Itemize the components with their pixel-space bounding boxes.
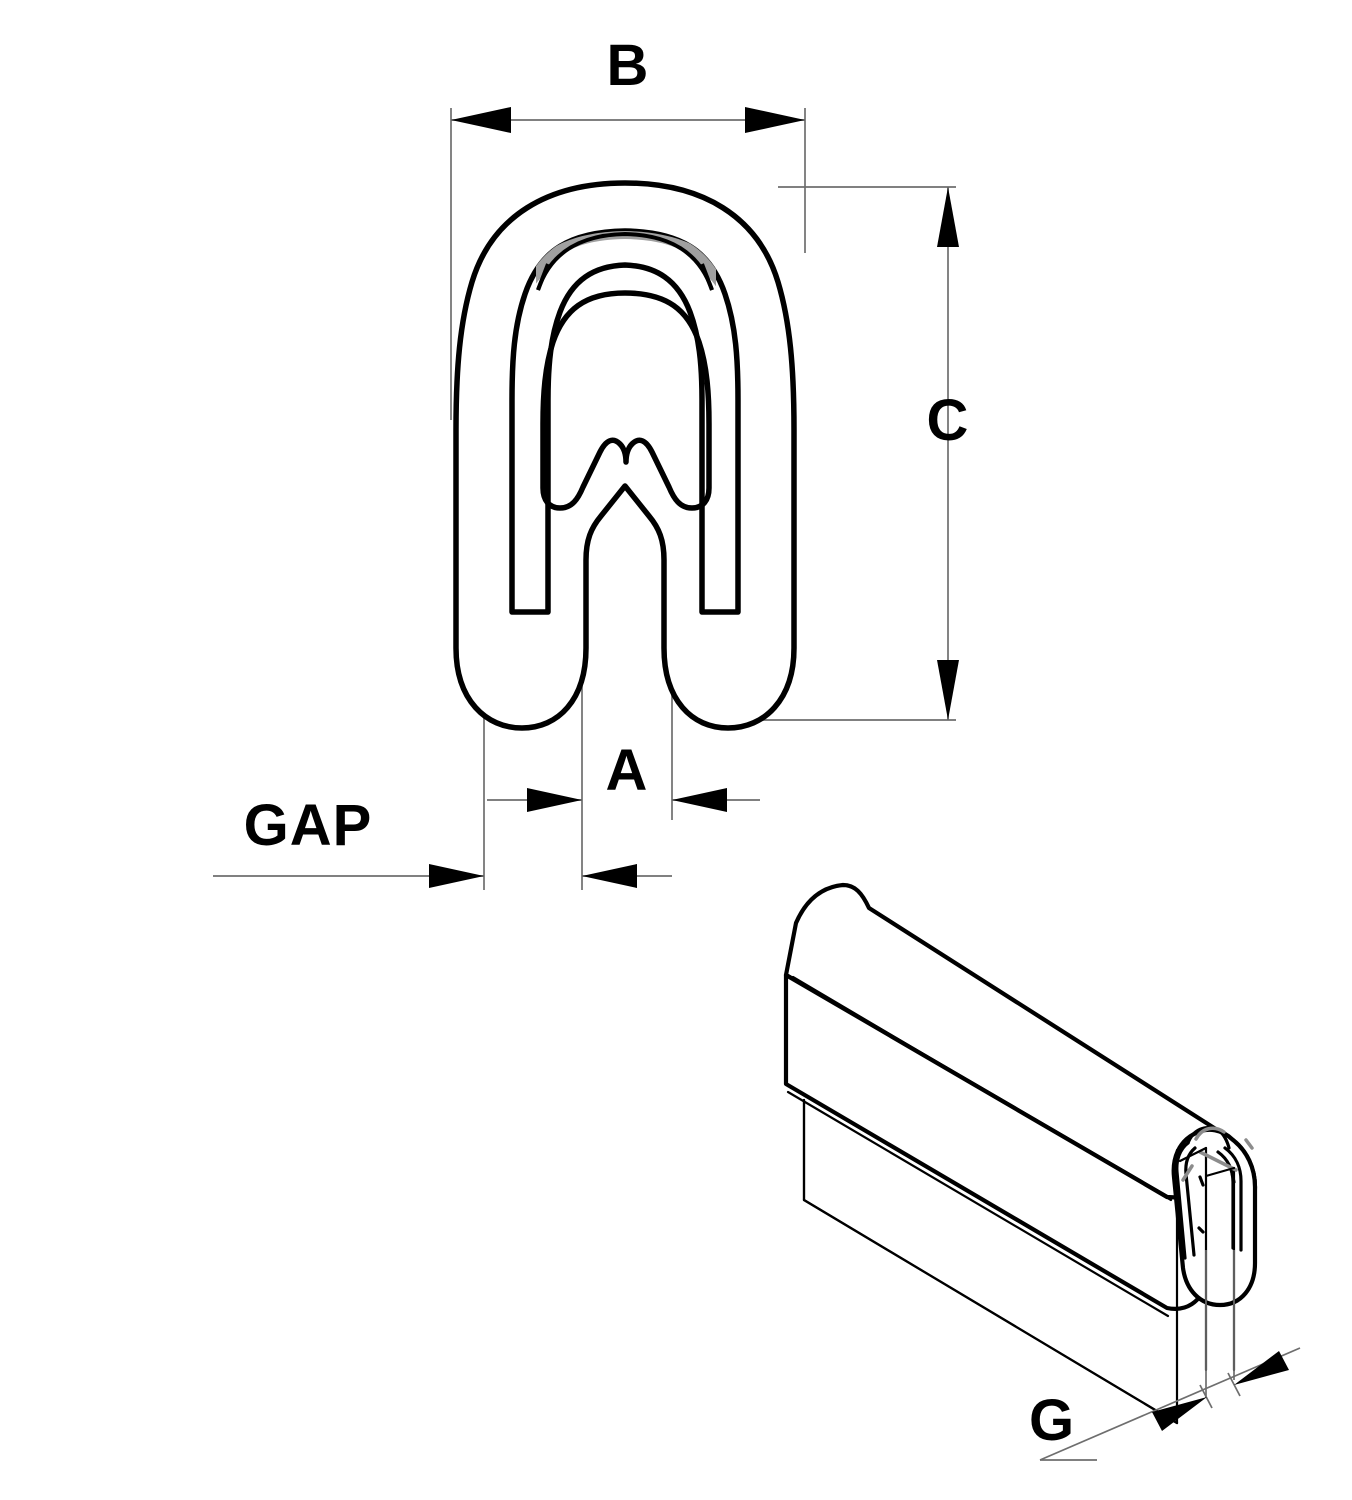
iso-end-metal-insert-left: [1181, 1164, 1194, 1182]
dimension-gap: GAP: [213, 690, 485, 890]
profile-gripping-fins: [540, 290, 712, 511]
isometric-view: [783, 882, 1258, 1425]
dimension-g-arrow-left: [1152, 1397, 1207, 1431]
iso-end-metal-insert-right: [1244, 1138, 1254, 1150]
dimension-c-arrow-top: [937, 187, 959, 247]
iso-end-fin-left: [1197, 1175, 1205, 1234]
iso-end-second-wall: [1175, 1141, 1243, 1260]
dimension-a-arrow-right: [672, 788, 727, 812]
metal-insert-band-end-right: [700, 263, 714, 291]
dimension-b: B: [450, 33, 806, 420]
iso-body-fold-line: [791, 975, 1173, 1202]
dimension-g-tick-left: [1199, 1384, 1213, 1409]
iso-end-metal-insert: [1194, 1126, 1226, 1141]
dimension-a-arrow-left: [527, 788, 582, 812]
iso-panel-edge-connector: [1178, 1146, 1208, 1163]
profile-inner-wall: [509, 228, 741, 615]
dimension-b-label: B: [607, 33, 650, 98]
dimension-a-label: A: [606, 738, 649, 803]
dimension-g: G: [1029, 1347, 1301, 1461]
dimension-a-lower-arrow: [582, 864, 637, 888]
metal-insert-band-end-left: [536, 263, 550, 291]
dimension-c: C: [745, 186, 970, 721]
iso-panel-edge-connector-2: [1204, 1166, 1236, 1178]
iso-panel-bottom-edge: [802, 1198, 1179, 1425]
dimension-gap-label: GAP: [244, 793, 373, 858]
dimension-c-arrow-bottom: [937, 660, 959, 720]
iso-end-outer-profile: [1171, 1127, 1258, 1308]
metal-insert-band-outline: [536, 232, 714, 291]
iso-panel-top-edge-end: [1198, 1150, 1238, 1172]
cross-section-view: [453, 180, 797, 731]
dimension-g-label: G: [1029, 1388, 1075, 1453]
dimension-g-line: [1039, 1347, 1301, 1461]
dimension-g-tick-right: [1227, 1372, 1241, 1397]
dimension-gap-arrow: [429, 864, 484, 888]
dimension-b-arrow-right: [745, 107, 805, 133]
dimension-g-arrow-right: [1234, 1351, 1289, 1385]
iso-body-bottom-lip: [786, 1090, 1170, 1318]
dimension-c-label: C: [927, 388, 970, 453]
dimension-b-arrow-left: [451, 107, 511, 133]
